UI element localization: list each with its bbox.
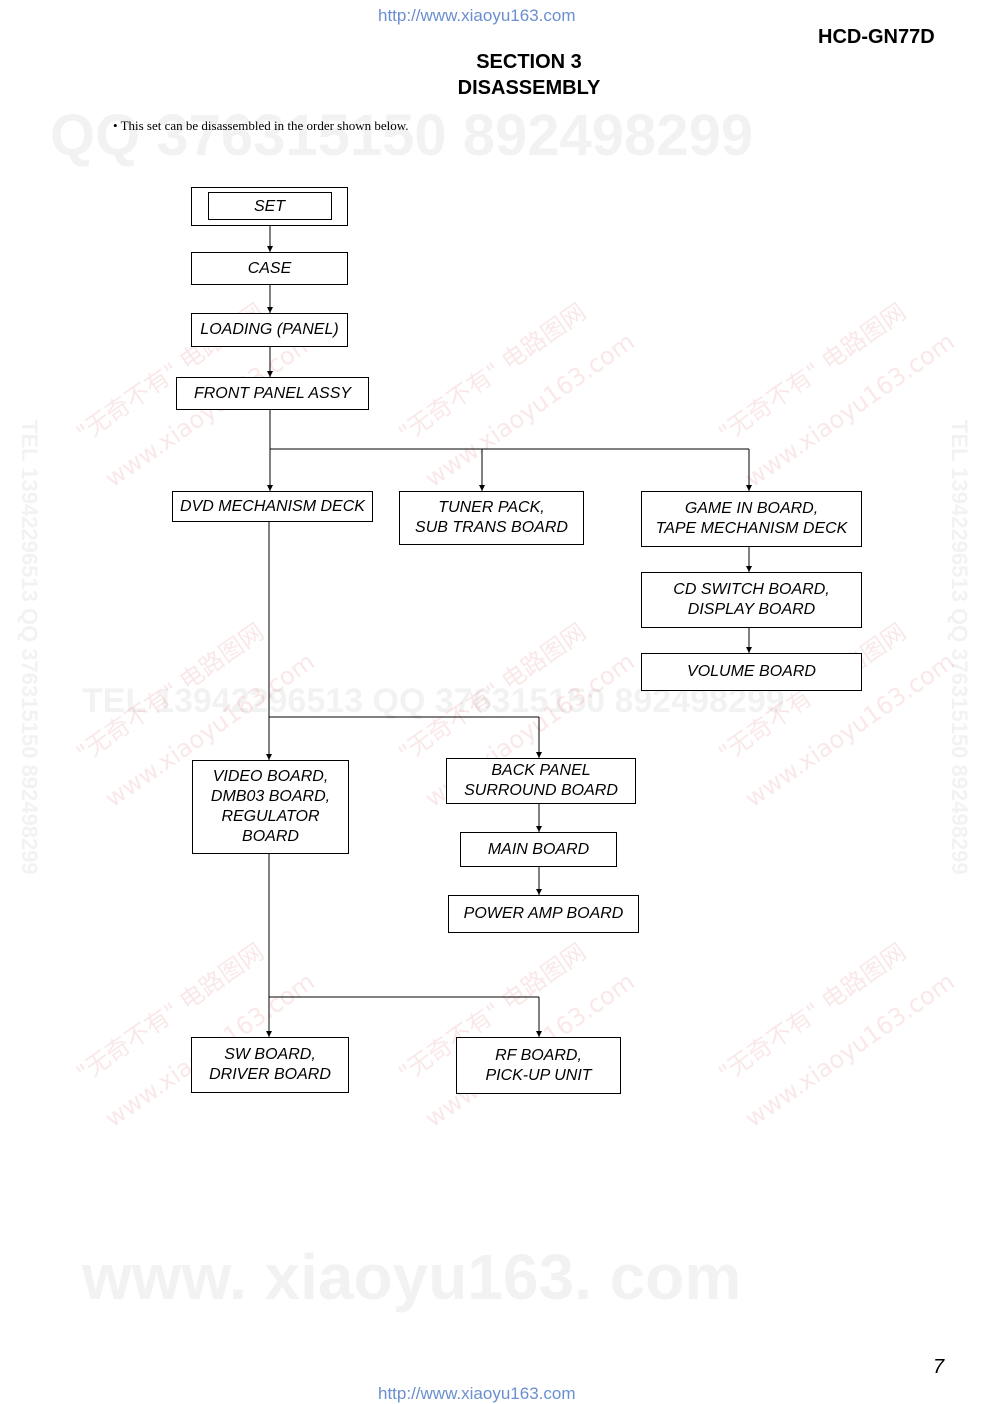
header-url-link[interactable]: http://www.xiaoyu163.com [378,6,576,25]
box-front-panel-assy: FRONT PANEL ASSY [176,377,369,410]
intro-note: • This set can be disassembled in the or… [113,118,409,133]
box-game-in-board: GAME IN BOARD, TAPE MECHANISM DECK [641,491,862,547]
watermark-site: www. xiaoyu163. com [82,1241,742,1313]
box-tuner-pack: TUNER PACK, SUB TRANS BOARD [399,491,584,545]
watermark-qq: QQ 376315150 892498299 [50,103,754,168]
box-main-board: MAIN BOARD [460,832,617,867]
section-number: SECTION 3 [476,51,582,73]
box-power-amp-board: POWER AMP BOARD [448,895,639,933]
box-video-board: VIDEO BOARD, DMB03 BOARD, REGULATOR BOAR… [192,760,349,854]
box-back-panel: BACK PANEL SURROUND BOARD [446,758,636,804]
footer-url-link[interactable]: http://www.xiaoyu163.com [378,1384,576,1403]
box-sw-board: SW BOARD, DRIVER BOARD [191,1037,349,1093]
box-loading-panel: LOADING (PANEL) [191,313,348,347]
page-number: 7 [933,1356,945,1378]
box-case: CASE [191,252,348,285]
box-set: SET [191,187,348,226]
model-number: HCD-GN77D [818,26,935,48]
page-title: DISASSEMBLY [457,77,601,99]
box-set-label: SET [253,197,286,215]
box-cd-switch-board: CD SWITCH BOARD, DISPLAY BOARD [641,572,862,628]
box-dvd-mechanism-deck: DVD MECHANISM DECK [172,491,373,522]
box-set-inner-frame [208,192,332,220]
box-rf-board: RF BOARD, PICK-UP UNIT [456,1037,621,1094]
box-volume-board: VOLUME BOARD [641,653,862,691]
